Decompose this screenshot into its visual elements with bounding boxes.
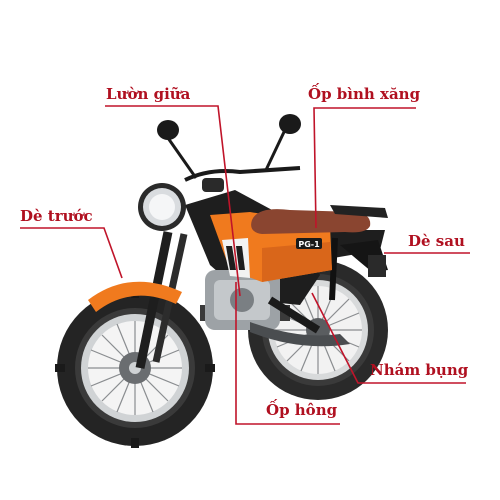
leader-de-truoc [20, 227, 123, 279]
headlight [138, 183, 186, 231]
label-de-truoc: Dè trước [20, 207, 93, 225]
leader-op-binh-xang [313, 107, 416, 229]
left-mirror [157, 120, 179, 140]
leader-lines [20, 105, 470, 425]
label-de-sau: Dè sau [408, 232, 465, 250]
swingarm [267, 296, 321, 334]
badge-area: PG-1 [296, 238, 322, 249]
speedometer [202, 178, 224, 192]
right-mirror [279, 114, 301, 134]
exhaust [250, 322, 350, 347]
leader-nham-bung [311, 292, 466, 384]
front-wheel [55, 288, 215, 448]
label-op-binh-xang: Ốp bình xăng [308, 85, 421, 103]
label-nham-bung: Nhám bụng [370, 361, 469, 379]
front-fender-shape [88, 281, 182, 312]
luggage-rack [330, 205, 388, 218]
handlebar [166, 131, 301, 182]
seat [251, 209, 371, 234]
license-plate-holder [368, 255, 386, 277]
rear-shock [329, 237, 338, 301]
leader-luon-giua [105, 105, 241, 297]
leader-op-hong [235, 282, 340, 425]
model-badge: PG-1 [298, 240, 320, 249]
label-op-hong: Ốp hông [266, 401, 338, 419]
label-luon-giua: Lườn giữa [106, 85, 191, 103]
